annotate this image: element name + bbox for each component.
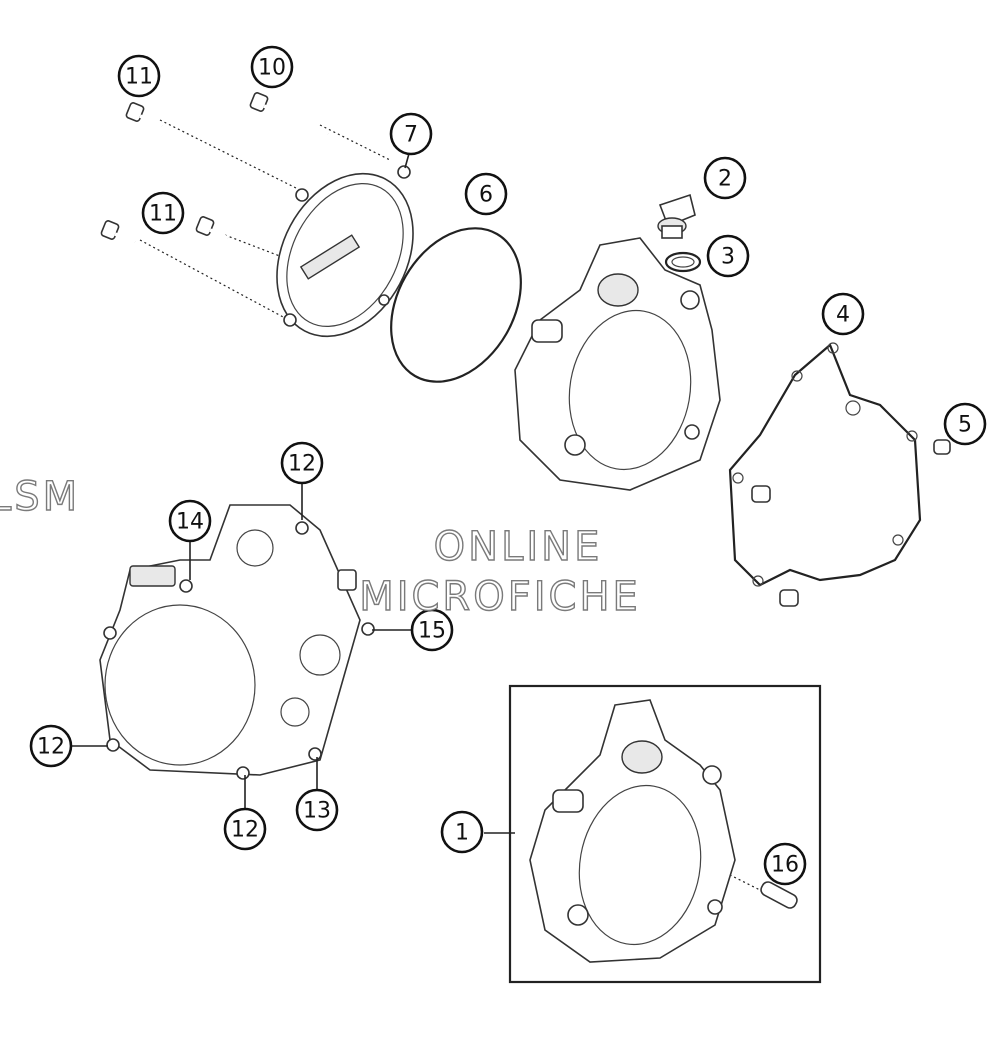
callout-6[interactable]: 6 (464, 172, 508, 216)
svg-text:12: 12 (231, 818, 259, 843)
outer-cover (276, 165, 414, 338)
watermark-line-1: HLSM (0, 473, 81, 520)
clutch-cover-upper (514, 237, 721, 491)
bolt-10 (249, 92, 329, 136)
svg-text:3: 3 (721, 245, 735, 270)
callout-16[interactable]: 16 (763, 842, 807, 886)
svg-text:11: 11 (125, 65, 153, 90)
svg-text:13: 13 (303, 799, 331, 824)
svg-text:10: 10 (258, 56, 286, 81)
svg-text:5: 5 (958, 413, 972, 438)
cover-gasket (728, 342, 922, 587)
watermark-line-2: ONLINE (433, 523, 603, 570)
bolt-11-top (125, 102, 163, 128)
filler-cap (657, 193, 696, 239)
callout-12-bottom[interactable]: 12 (223, 807, 267, 851)
callout-12-left[interactable]: 12 (29, 724, 73, 768)
leader-lines (72, 149, 515, 834)
callout-15[interactable]: 15 (410, 608, 454, 652)
callout-14[interactable]: 14 (168, 499, 212, 543)
callout-10[interactable]: 10 (250, 45, 294, 89)
svg-text:12: 12 (37, 735, 65, 760)
callout-7[interactable]: 7 (389, 112, 433, 156)
watermark-line-3: MICROFICHE (358, 573, 641, 620)
svg-text:16: 16 (771, 853, 799, 878)
callout-5[interactable]: 5 (943, 402, 987, 446)
callout-13[interactable]: 13 (295, 788, 339, 832)
svg-text:7: 7 (404, 123, 418, 148)
svg-text:6: 6 (479, 183, 493, 208)
callout-11-middle[interactable]: 11 (141, 191, 185, 235)
svg-text:11: 11 (149, 202, 177, 227)
clutch-cover-assembly (529, 699, 736, 963)
callout-4[interactable]: 4 (821, 292, 865, 336)
bolt-11-lower-left (100, 220, 136, 244)
callout-3[interactable]: 3 (706, 234, 750, 278)
svg-text:1: 1 (455, 821, 469, 846)
callout-11-top[interactable]: 11 (117, 54, 161, 98)
callout-12-top[interactable]: 12 (280, 441, 324, 485)
dowel-pins (751, 439, 951, 607)
svg-text:4: 4 (836, 303, 850, 328)
callouts: 1 2 3 4 5 6 7 (29, 45, 987, 886)
assembly-box (508, 684, 822, 984)
o-ring (390, 227, 522, 383)
svg-text:12: 12 (288, 452, 316, 477)
svg-text:2: 2 (718, 167, 732, 192)
svg-text:14: 14 (176, 510, 204, 535)
callout-1[interactable]: 1 (440, 810, 484, 854)
cap-seal-ring (664, 251, 702, 273)
svg-text:15: 15 (418, 619, 446, 644)
assembly-lines (139, 119, 761, 891)
callout-2[interactable]: 2 (703, 156, 747, 200)
bolt-11-lower-right (195, 216, 229, 240)
pin-16 (760, 881, 798, 909)
inner-cover (99, 504, 375, 780)
